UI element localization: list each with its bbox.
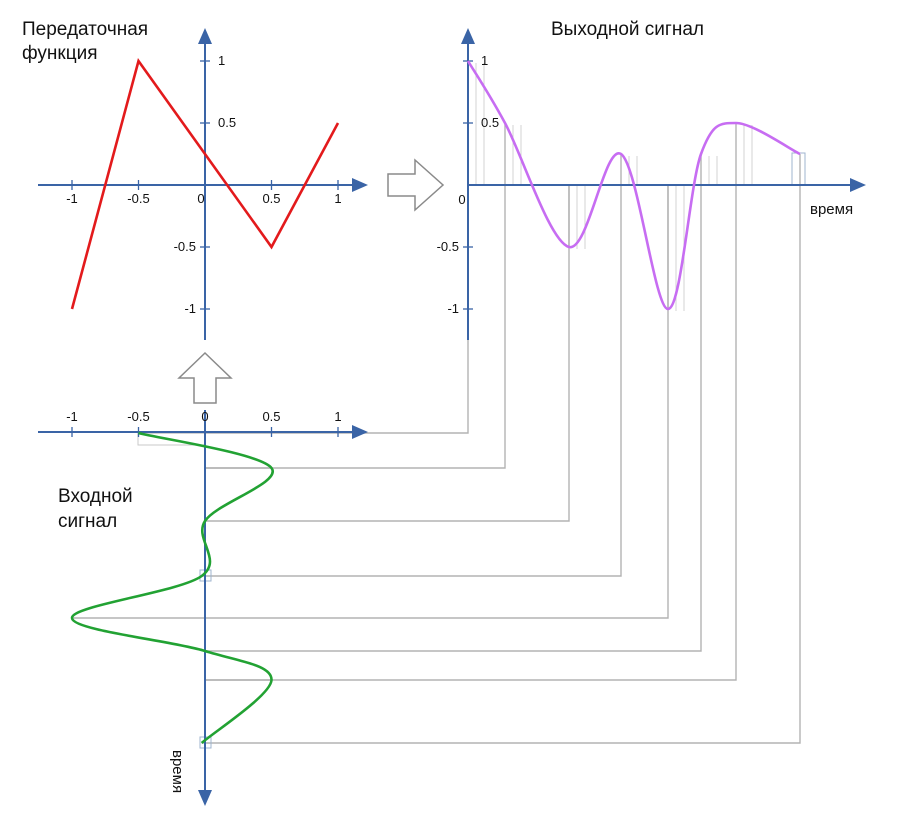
input-curve	[70, 431, 275, 744]
transfer-title-line1: Передаточная	[22, 19, 148, 40]
output-y-tick-label: 0.5	[481, 115, 499, 130]
output-y-tick-label: -1	[447, 301, 459, 316]
transfer-axes	[38, 28, 368, 340]
output-title: Выходной сигнал	[551, 19, 704, 40]
input-x-tick-label: -1	[66, 409, 78, 424]
input-title-line2: сигнал	[58, 511, 117, 532]
transfer-y-tick-label: -0.5	[174, 239, 196, 254]
output-y-tick-label: 1	[481, 53, 488, 68]
output-y-tick-label: -0.5	[437, 239, 459, 254]
projection-line	[205, 185, 622, 577]
projection-line	[205, 185, 737, 681]
transfer-x-tick-label: 0	[197, 191, 204, 206]
input-x-tick-label: 0	[201, 409, 208, 424]
transfer-x-tick-label: -1	[66, 191, 78, 206]
projection-line	[205, 185, 506, 469]
input-ticks: -1 -0.5 0 0.5 1	[66, 409, 342, 437]
projection-line	[205, 185, 669, 619]
input-x-tick-label: 0.5	[262, 409, 280, 424]
transfer-x-tick-label: 1	[334, 191, 341, 206]
transfer-y-tick-label: 0.5	[218, 115, 236, 130]
output-y-tick-label: 0	[458, 192, 465, 207]
transfer-y-tick-label: 1	[218, 53, 225, 68]
up-hollow-arrow	[177, 351, 233, 404]
transfer-curve	[70, 58, 340, 310]
input-axes	[38, 410, 368, 806]
output-curve	[466, 60, 801, 311]
input-time-label: время	[169, 750, 186, 793]
output-time-label: время	[810, 201, 853, 218]
projection-line	[205, 185, 570, 522]
output-axes	[461, 28, 866, 340]
output-ticks: 1 0.5 0 -0.5 -1	[437, 53, 499, 316]
right-hollow-arrow	[387, 158, 445, 212]
projection-line	[205, 185, 801, 744]
projection-line	[205, 185, 469, 434]
transfer-x-tick-label: 0.5	[262, 191, 280, 206]
sample-marker	[791, 152, 806, 186]
transfer-title-line2: функция	[22, 43, 98, 64]
input-title-line1: Входной	[58, 486, 133, 507]
input-x-tick-label: -0.5	[127, 409, 149, 424]
transfer-x-tick-label: -0.5	[127, 191, 149, 206]
transfer-y-tick-label: -1	[184, 301, 196, 316]
input-x-tick-label: 1	[334, 409, 341, 424]
projection-line	[205, 185, 702, 652]
transfer-ticks: -1 -0.5 0 0.5 1 1 0.5 -0.5 -1	[66, 53, 341, 316]
